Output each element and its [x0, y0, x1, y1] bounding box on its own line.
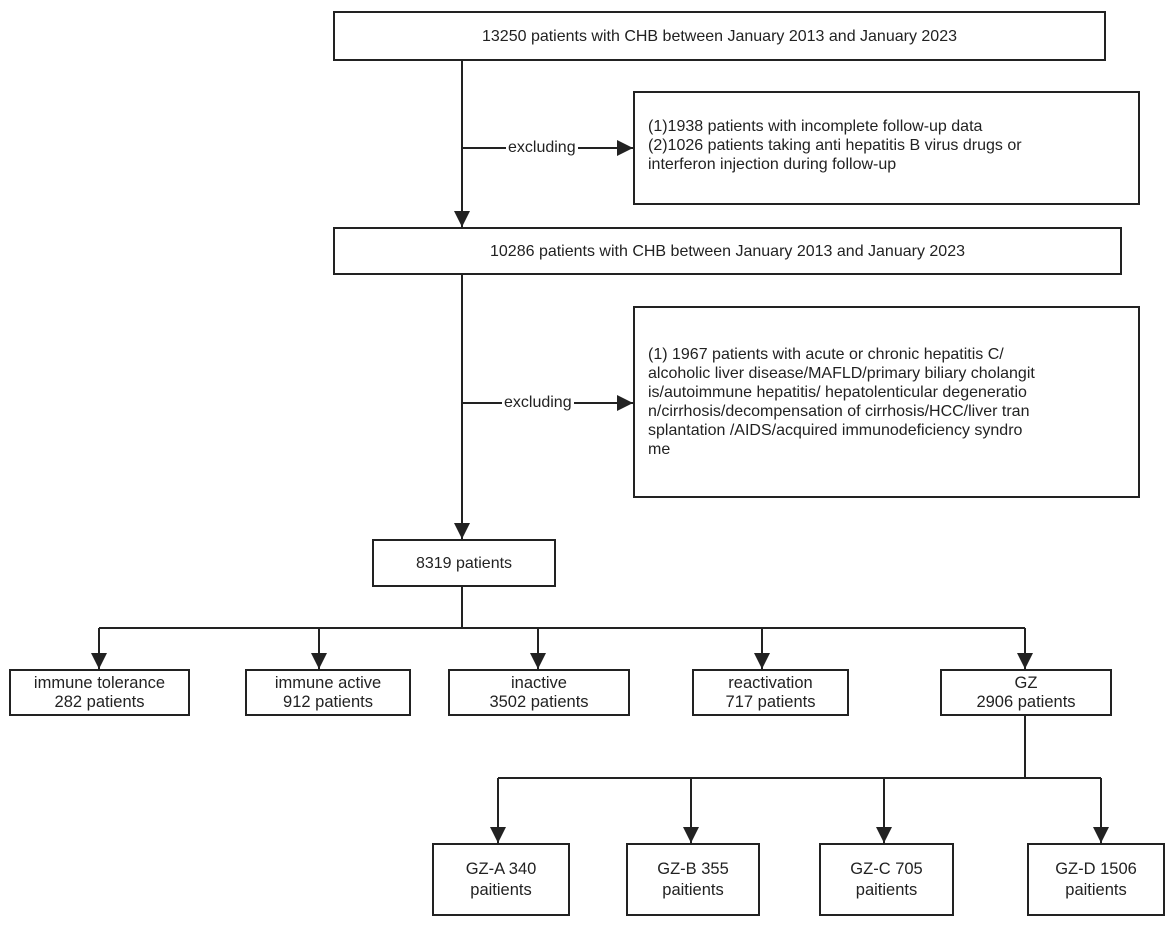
phase-name: immune tolerance	[33, 673, 166, 692]
phase-name: reactivation	[728, 673, 813, 692]
exclusion-2-line-4: n/cirrhosis/decompensation of cirrhosis/…	[648, 403, 1030, 420]
exclusion-2-line-3: is/autoimmune hepatitis/ hepatolenticula…	[648, 384, 1027, 401]
edge-label-excluding-1: excluding	[506, 139, 578, 157]
phase-box-reactivation: reactivation 717 patients	[692, 669, 849, 716]
gz-box-a: GZ-A 340 paitients	[432, 843, 570, 916]
node-start: 13250 patients with CHB between January …	[333, 11, 1106, 61]
phase-count: 912 patients	[283, 692, 373, 711]
gz-group-count: paitients	[855, 880, 918, 899]
exclusion-1-line-2: (2)1026 patients taking anti hepatitis B…	[648, 137, 1022, 154]
phase-box-immune-active: immune active 912 patients	[245, 669, 411, 716]
phase-box-gz: GZ 2906 patients	[940, 669, 1112, 716]
exclusion-1-line-3: interferon injection during follow-up	[648, 156, 897, 173]
gz-group-count: paitients	[662, 880, 724, 899]
node-final: 8319 patients	[372, 539, 556, 587]
exclusion-2-line-1: (1) 1967 patients with acute or chronic …	[648, 346, 1004, 363]
exclusion-2-line-5: splantation /AIDS/acquired immunodeficie…	[648, 422, 1023, 439]
gz-group-count: paitients	[470, 880, 532, 899]
phase-name: immune active	[274, 673, 382, 692]
node-final-text: 8319 patients	[415, 554, 513, 572]
gz-group-name: GZ-B 355	[657, 859, 729, 878]
node-exclusion-2: (1) 1967 patients with acute or chronic …	[633, 306, 1140, 498]
gz-group-name: GZ-C 705	[850, 859, 923, 878]
phase-count: 2906 patients	[976, 692, 1076, 711]
gz-group-count: paitients	[1065, 880, 1127, 899]
phase-count: 717 patients	[725, 692, 816, 711]
node-start-text: 13250 patients with CHB between January …	[482, 27, 957, 45]
phase-name: GZ	[1014, 673, 1038, 692]
node-after-exclusion-1: 10286 patients with CHB between January …	[333, 227, 1122, 275]
gz-group-name: GZ-A 340	[465, 859, 537, 878]
phase-box-inactive: inactive 3502 patients	[448, 669, 630, 716]
edge-label-excluding-2: excluding	[502, 394, 574, 412]
gz-box-b: GZ-B 355 paitients	[626, 843, 760, 916]
gz-box-c: GZ-C 705 paitients	[819, 843, 954, 916]
phase-box-immune-tolerance: immune tolerance 282 patients	[9, 669, 190, 716]
phase-count: 282 patients	[54, 692, 145, 711]
phase-name: inactive	[511, 673, 567, 692]
gz-group-name: GZ-D 1506	[1055, 859, 1137, 878]
node-after-exclusion-1-text: 10286 patients with CHB between January …	[490, 242, 965, 260]
exclusion-1-line-1: (1)1938 patients with incomplete follow-…	[648, 118, 983, 135]
exclusion-2-line-2: alcoholic liver disease/MAFLD/primary bi…	[648, 365, 1035, 382]
gz-box-d: GZ-D 1506 paitients	[1027, 843, 1165, 916]
phase-count: 3502 patients	[489, 692, 589, 711]
exclusion-2-line-6: me	[648, 441, 671, 458]
node-exclusion-1: (1)1938 patients with incomplete follow-…	[633, 91, 1140, 205]
